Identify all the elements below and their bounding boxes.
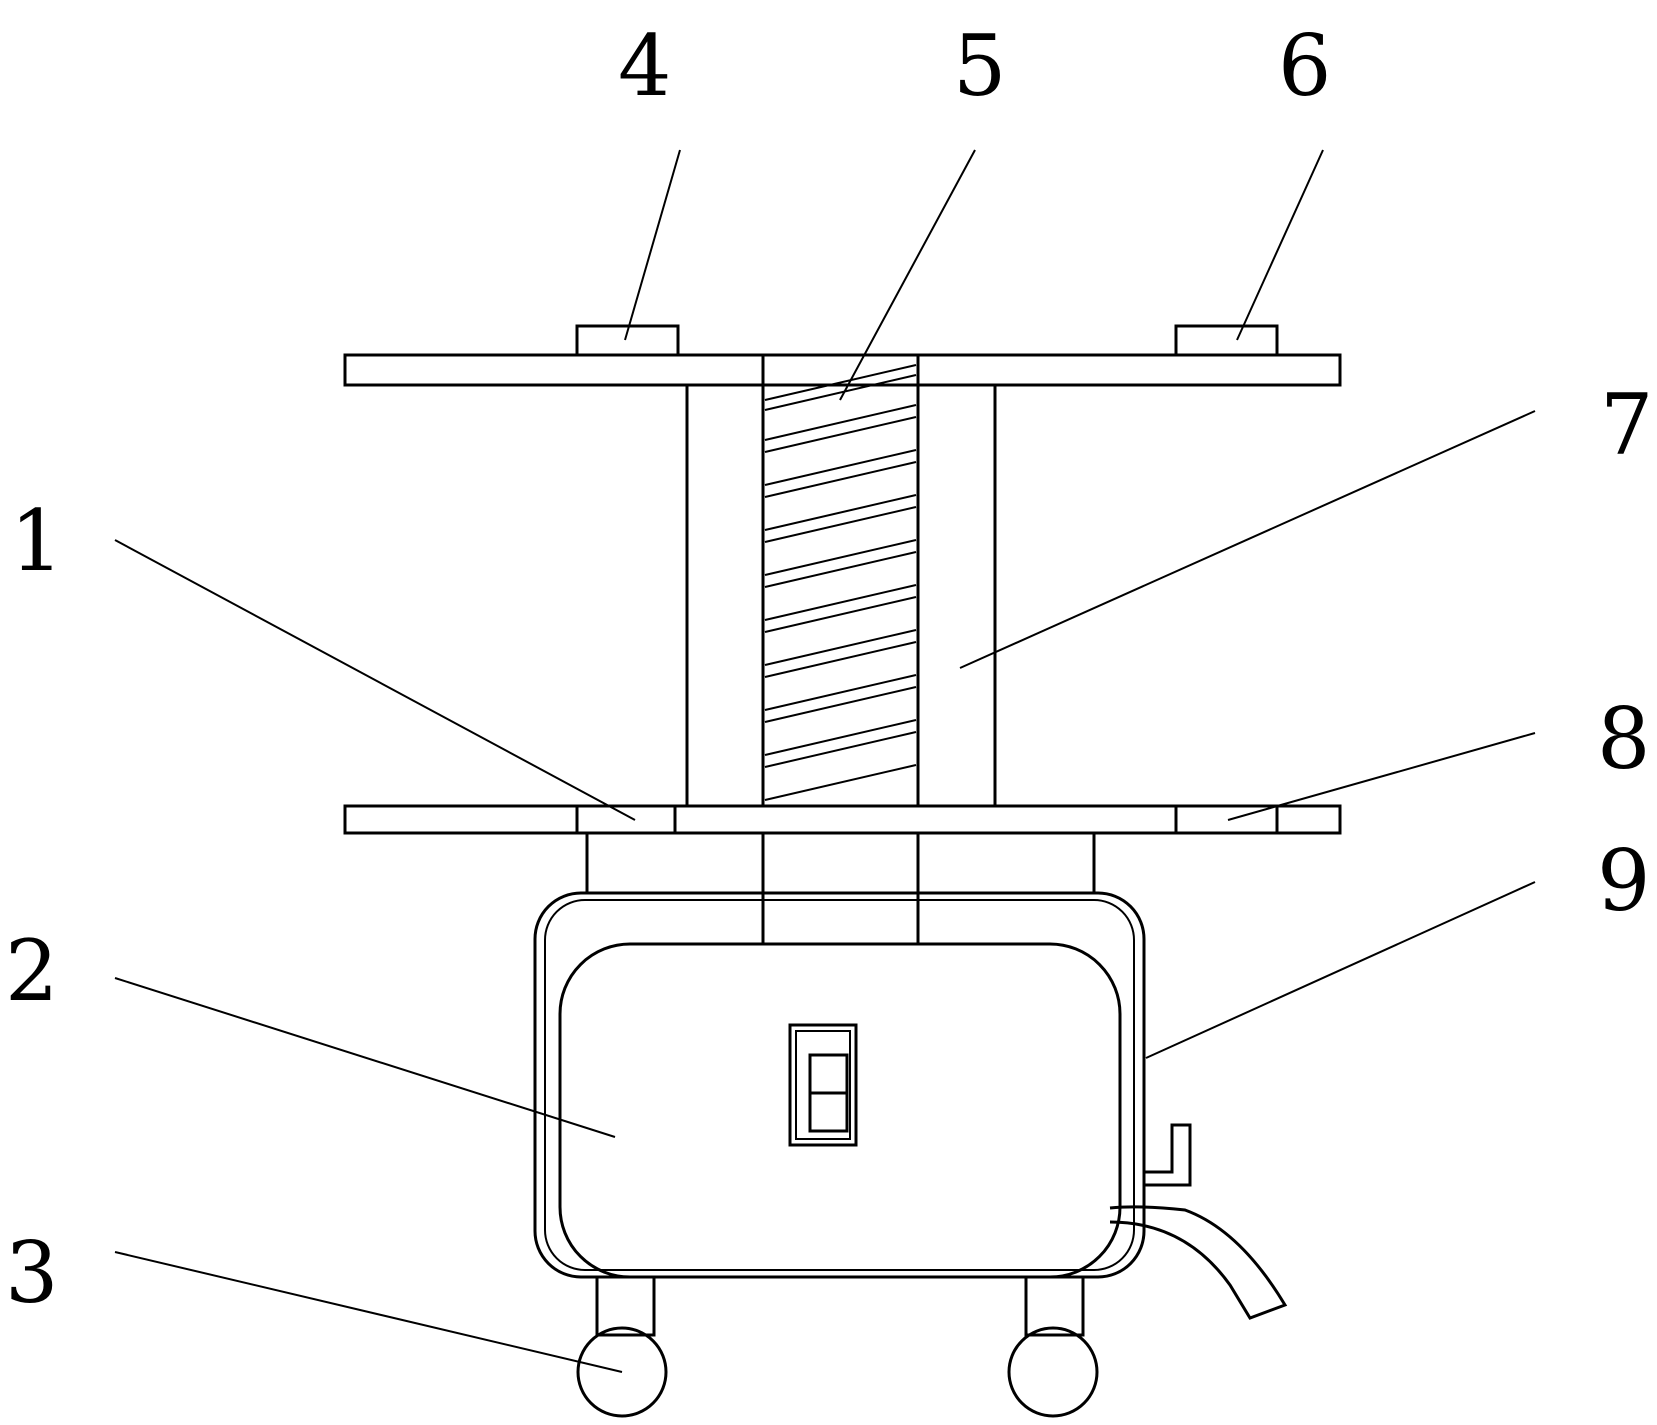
right-leg bbox=[1024, 1275, 1085, 1337]
leader-lines bbox=[114, 149, 1536, 1373]
left-support bbox=[585, 831, 765, 895]
callout-labels: 1 2 3 4 5 6 7 8 9 bbox=[5, 17, 1653, 1322]
left-wheel bbox=[576, 1326, 668, 1418]
right-support bbox=[916, 831, 1096, 895]
side-hook bbox=[1144, 1123, 1192, 1187]
bottom-plate bbox=[343, 804, 1342, 835]
leader-8 bbox=[1227, 732, 1536, 821]
left-frame bbox=[345, 383, 689, 806]
right-wheel bbox=[1007, 1326, 1099, 1418]
callout-3: 3 bbox=[5, 1224, 58, 1322]
switch-inner bbox=[795, 1030, 851, 1140]
top-right-block bbox=[1174, 324, 1279, 357]
leader-5 bbox=[839, 149, 976, 401]
callout-4: 4 bbox=[618, 17, 671, 115]
callout-9: 9 bbox=[1597, 832, 1650, 930]
base-inner-panel bbox=[558, 942, 1122, 1279]
top-left-block bbox=[575, 324, 680, 357]
leader-3 bbox=[114, 1251, 623, 1373]
base-housing-outer-inset bbox=[544, 899, 1135, 1271]
leader-2 bbox=[114, 977, 616, 1138]
power-cable bbox=[1109, 1205, 1288, 1320]
device-drawing bbox=[343, 324, 1342, 1418]
top-plate bbox=[343, 353, 1342, 387]
left-leg bbox=[595, 1275, 656, 1337]
callout-7: 7 bbox=[1600, 376, 1653, 474]
base-housing-outer bbox=[533, 891, 1146, 1279]
threaded-column bbox=[761, 353, 920, 808]
leader-7 bbox=[959, 410, 1536, 669]
leader-1 bbox=[114, 539, 636, 821]
leader-9 bbox=[1145, 881, 1536, 1059]
switch-outer bbox=[788, 1023, 858, 1147]
callout-2: 2 bbox=[5, 922, 58, 1020]
callout-5: 5 bbox=[953, 17, 1006, 115]
bottom-right-block bbox=[1174, 804, 1279, 835]
leader-4 bbox=[624, 149, 681, 341]
callout-8: 8 bbox=[1597, 690, 1650, 788]
right-frame bbox=[993, 383, 1340, 806]
callout-1: 1 bbox=[10, 492, 63, 590]
callout-6: 6 bbox=[1278, 17, 1331, 115]
leader-6 bbox=[1236, 149, 1324, 341]
thread-lines bbox=[764, 364, 917, 801]
lower-column bbox=[761, 833, 920, 946]
bottom-left-block bbox=[575, 804, 677, 835]
